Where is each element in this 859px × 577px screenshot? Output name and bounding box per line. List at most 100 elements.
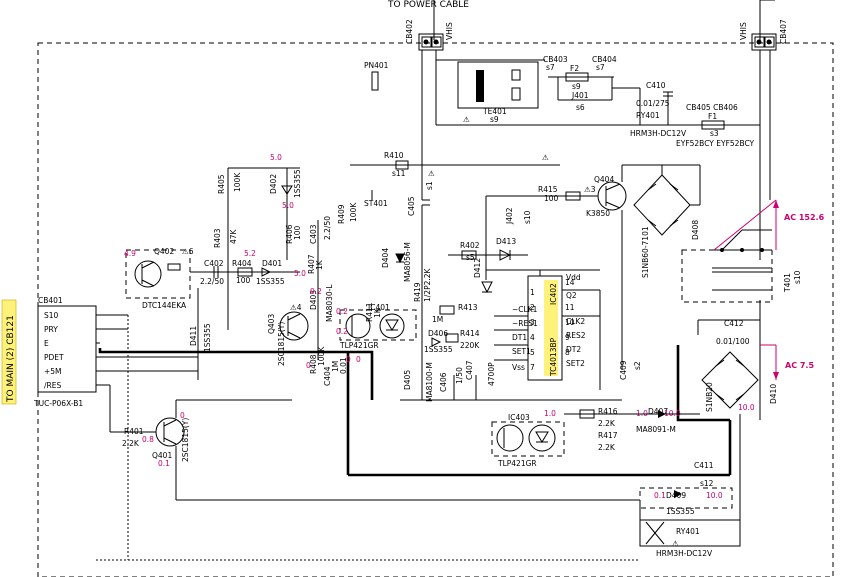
- ac7-annotation: AC 7.5: [760, 344, 814, 380]
- r407-ref: R407: [307, 254, 316, 274]
- d410-bridge: S1NB20 D410 10.0: [701, 351, 778, 412]
- svg-text:5.0: 5.0: [294, 269, 306, 278]
- svg-text:2: 2: [530, 303, 535, 312]
- svg-text:F1: F1: [708, 112, 717, 121]
- ic403-ref: IC403: [508, 413, 530, 422]
- d408-bridge: S1NB60-7101 D408: [633, 174, 700, 278]
- svg-text:s12: s12: [700, 479, 714, 488]
- svg-text:1M: 1M: [432, 315, 443, 324]
- svg-text:1K: 1K: [373, 307, 382, 318]
- ic402-type: TC4013BP: [549, 337, 558, 377]
- d411-ref: D411: [189, 326, 198, 346]
- c402-ref: C402: [204, 259, 224, 268]
- te401-ref: TE401: [482, 107, 507, 116]
- cb401-pin-pdet: PDET: [44, 353, 64, 362]
- svg-text:s9: s9: [572, 82, 581, 91]
- svg-text:100K: 100K: [317, 346, 326, 366]
- cb402-connector: CB402 VHIS: [405, 19, 454, 51]
- ic402-pin-dt1: DT1: [512, 333, 527, 342]
- ac2-label: AC 7.5: [785, 361, 814, 370]
- side-label-box: TO MAIN (2) CB121: [1, 299, 17, 405]
- svg-text:s1: s1: [425, 181, 434, 190]
- svg-text:7: 7: [530, 363, 535, 372]
- c403-ref: C403: [309, 224, 318, 244]
- svg-text:⚠4: ⚠4: [290, 303, 302, 312]
- ac1-label: AC 152.6: [784, 213, 825, 222]
- r408-ref: R408: [309, 354, 318, 374]
- d412-ref: D412: [473, 258, 482, 278]
- svg-text:10.0: 10.0: [738, 403, 755, 412]
- d406-ref: D406: [428, 329, 448, 338]
- ic401-optocoupler: IC401 TLP421GR 0.2: [336, 303, 417, 350]
- cb401-pin-s10: S10: [44, 311, 59, 320]
- cb401-ref: CB401: [38, 296, 63, 305]
- ry401-relay: RY401 HRM3H-DC12V ⚠: [639, 519, 741, 558]
- ic403-optocoupler: IC403 TLP421GR 1.0: [491, 409, 565, 468]
- svg-text:0: 0: [180, 411, 185, 420]
- svg-text:0.8: 0.8: [142, 435, 154, 444]
- d402-ref: D402: [269, 174, 278, 194]
- cb401-pin-5m: +5M: [44, 367, 62, 376]
- svg-text:1: 1: [530, 288, 535, 297]
- ic402-pin-vdd: Vdd: [566, 273, 581, 282]
- ic402-ref: IC402: [549, 283, 558, 305]
- q403-type: 2SC1815(Y): [277, 322, 286, 366]
- r406-ref: R406: [285, 224, 294, 244]
- r403-ref: R403: [213, 228, 222, 248]
- ic402-pin-res2: RES2: [566, 331, 586, 340]
- header-title: TO POWER CABLE: [387, 0, 469, 10]
- r405-ref: R405: [217, 174, 226, 194]
- cb405-ref: CB405 CB406: [686, 103, 738, 112]
- svg-text:4700P: 4700P: [487, 362, 496, 386]
- q403-transistor: Q403 2SC1815(Y) ⚠4: [267, 303, 309, 366]
- d403-type: MA8030-L: [325, 284, 334, 322]
- svg-text:s3: s3: [710, 129, 719, 138]
- svg-text:100K: 100K: [349, 202, 358, 222]
- svg-text:220K: 220K: [460, 341, 480, 350]
- q402-transistor: Q402 ⚠6 DTC144EKA 4.9: [124, 247, 194, 310]
- t401-ref: T401: [783, 273, 792, 293]
- r415-ref: R415: [538, 185, 558, 194]
- svg-text:100: 100: [544, 194, 559, 203]
- j401-ref: J401: [571, 91, 589, 100]
- c405-ref: C405: [407, 196, 416, 216]
- c404-ref: C404: [323, 366, 332, 386]
- svg-text:2.2/50: 2.2/50: [323, 216, 332, 240]
- svg-text:47K: 47K: [229, 228, 238, 244]
- ic402-pin-clk1: ~CLK1: [512, 305, 538, 314]
- ic402-pin-dt2: DT2: [566, 345, 581, 354]
- d408-ref: D408: [691, 220, 700, 240]
- cb401-pin-pry: PRY: [44, 325, 58, 334]
- ic402-pin-set2: SET2: [566, 359, 585, 368]
- svg-text:0.2: 0.2: [336, 327, 348, 336]
- q404-type: K3850: [586, 209, 610, 218]
- r401-ref: R401: [124, 427, 144, 436]
- svg-text:1.0: 1.0: [544, 409, 556, 418]
- cb402-type: VHIS: [445, 22, 454, 40]
- svg-text:s9: s9: [490, 115, 499, 124]
- c412-ref: C412: [724, 319, 744, 328]
- d405-type: MA8100-M: [425, 362, 434, 402]
- svg-text:100: 100: [293, 225, 302, 240]
- q404-ref: Q404: [594, 175, 614, 184]
- cb401-pin-res: /RES: [44, 381, 61, 390]
- cb401-pin-e: E: [44, 339, 49, 348]
- svg-text:EYF52BCY EYF52BCY: EYF52BCY EYF52BCY: [676, 139, 755, 148]
- ic402-pin-q2: Q2: [566, 291, 577, 300]
- d406-type: 1SS355: [424, 345, 453, 354]
- r402-ref: R402: [460, 241, 480, 250]
- pn401-ref: PN401: [364, 61, 389, 70]
- svg-text:s7: s7: [546, 63, 555, 72]
- svg-text:9: 9: [565, 333, 570, 342]
- r413-ref: R413: [458, 303, 478, 312]
- svg-text:4.9: 4.9: [124, 249, 136, 258]
- t401-transformer: T401 s10: [681, 248, 802, 303]
- ic403-type: TLP421GR: [497, 459, 537, 468]
- q404-mosfet: Q404 K3850 ⚠3: [584, 175, 627, 218]
- svg-text:10.0: 10.0: [706, 491, 723, 500]
- cb403-ref: CB403: [543, 55, 568, 64]
- svg-text:1M: 1M: [331, 361, 340, 372]
- cb401-type: TUC-P06X-B1: [33, 399, 83, 408]
- svg-text:0.2: 0.2: [336, 307, 348, 316]
- svg-text:2.2/50: 2.2/50: [200, 277, 224, 286]
